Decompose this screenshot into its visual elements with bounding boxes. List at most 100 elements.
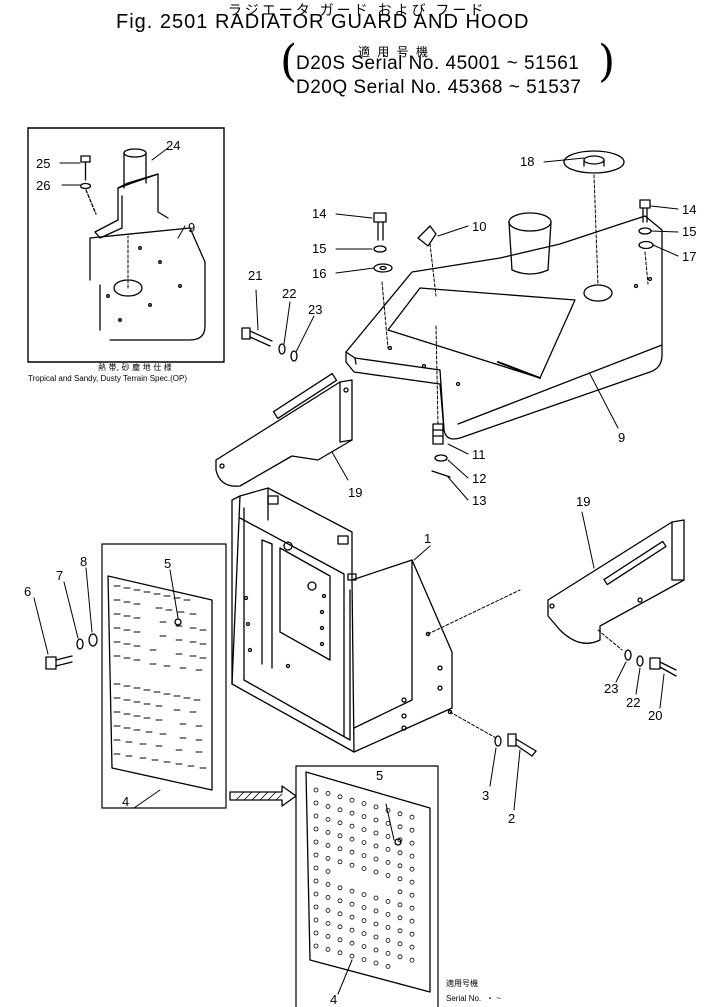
perforation-hole bbox=[373, 960, 379, 966]
perforation-hole bbox=[313, 878, 319, 884]
perforation-hole bbox=[409, 944, 415, 950]
perforation-hole bbox=[373, 804, 379, 810]
perforation-hole bbox=[349, 823, 355, 829]
perforation-hole bbox=[313, 943, 319, 949]
perforation-hole bbox=[385, 834, 391, 839]
left-bracket-part-19 bbox=[215, 372, 353, 487]
perforation-hole bbox=[349, 940, 355, 946]
perforation-hole bbox=[361, 931, 367, 936]
japanese-title: ラジエータ ガード および フード bbox=[228, 2, 487, 18]
callout-19-right: 19 bbox=[576, 494, 590, 509]
perforation-hole bbox=[373, 843, 379, 849]
perforation-hole bbox=[325, 791, 331, 796]
perforation-hole bbox=[397, 915, 403, 921]
perforation-hole bbox=[349, 888, 355, 894]
note-serial-value: ・ ~ bbox=[486, 994, 501, 1003]
perforation-hole bbox=[337, 950, 343, 956]
perforation-hole bbox=[313, 839, 319, 845]
callout-23-right: 23 bbox=[604, 681, 618, 696]
perforation-hole bbox=[349, 901, 355, 907]
perforation-hole bbox=[385, 964, 391, 969]
callout-8: 8 bbox=[80, 554, 87, 569]
perforation-hole bbox=[325, 895, 331, 900]
perforation-hole bbox=[397, 889, 403, 895]
perforation-hole bbox=[385, 821, 391, 826]
perforation-hole bbox=[409, 879, 415, 885]
perforation-hole bbox=[397, 811, 403, 817]
perforation-hole bbox=[385, 938, 391, 943]
perforation-hole bbox=[349, 810, 355, 816]
perforation-hole bbox=[313, 865, 319, 871]
callout-24: 24 bbox=[166, 138, 180, 153]
callout-10: 10 bbox=[472, 219, 486, 234]
perforation-hole bbox=[385, 847, 391, 852]
perforation-hole bbox=[325, 869, 331, 874]
callout-9-inset: 9 bbox=[188, 220, 195, 235]
perforation-hole bbox=[373, 934, 379, 940]
perforation-hole bbox=[349, 862, 355, 868]
perforation-hole bbox=[361, 957, 367, 962]
perforation-hole bbox=[337, 859, 343, 865]
callout-2: 2 bbox=[508, 811, 515, 826]
callout-18: 18 bbox=[520, 154, 534, 169]
perforation-hole bbox=[325, 843, 331, 848]
perforation-hole bbox=[409, 840, 415, 846]
perforation-hole bbox=[349, 927, 355, 933]
guard-fasteners bbox=[489, 733, 537, 811]
perforation-hole bbox=[313, 917, 319, 923]
perforation-hole bbox=[361, 827, 367, 832]
perforation-hole bbox=[361, 801, 367, 806]
perforation-hole bbox=[409, 905, 415, 911]
perforation-hole bbox=[337, 794, 343, 800]
callout-4-front: 4 bbox=[122, 794, 129, 809]
perforation-hole bbox=[349, 849, 355, 855]
perforation-hole bbox=[385, 899, 391, 904]
perforation-hole bbox=[313, 787, 319, 793]
perforation-hole bbox=[385, 951, 391, 956]
perforation-hole bbox=[337, 833, 343, 839]
callout-11: 11 bbox=[472, 447, 486, 462]
perforation-hole bbox=[397, 850, 403, 856]
perforation-hole bbox=[385, 860, 391, 865]
perforation-hole bbox=[325, 908, 331, 913]
perforation-hole bbox=[325, 947, 331, 952]
perforation-hole bbox=[325, 921, 331, 926]
perforation-hole bbox=[361, 814, 367, 819]
serial-range-d20s: D20S Serial No. 45001 ~ 51561 bbox=[296, 53, 580, 74]
perforation-hole bbox=[397, 902, 403, 908]
figure-title: Fig. 2501 RADIATOR GUARD AND HOOD bbox=[116, 11, 530, 33]
right-paren-glyph: ) bbox=[598, 36, 616, 87]
japanese-applicability-label: 適 用 号 機 bbox=[358, 45, 431, 59]
perforation-hole bbox=[325, 934, 331, 939]
perforation-hole bbox=[409, 918, 415, 924]
callout-3: 3 bbox=[482, 788, 489, 803]
callout-14-left: 14 bbox=[312, 206, 326, 221]
perforation-hole bbox=[325, 882, 331, 887]
right-bracket-part-19 bbox=[547, 511, 685, 651]
inset-tropical-spec bbox=[27, 127, 225, 363]
perforation-hole bbox=[385, 873, 391, 878]
perforation-hole bbox=[373, 947, 379, 953]
perforation-hole bbox=[409, 853, 415, 859]
callout-23-left: 23 bbox=[308, 302, 322, 317]
perforation-hole bbox=[373, 856, 379, 862]
hood-fasteners bbox=[335, 157, 679, 501]
callout-17: 17 bbox=[682, 249, 696, 264]
callout-20: 20 bbox=[648, 708, 662, 723]
perforation-hole bbox=[337, 937, 343, 943]
perforation-hole bbox=[361, 853, 367, 858]
perforation-hole bbox=[337, 924, 343, 930]
perforation-hole bbox=[373, 817, 379, 823]
perforation-hole bbox=[397, 837, 403, 843]
grille-panel-perforated bbox=[295, 765, 439, 1007]
callout-22-left: 22 bbox=[282, 286, 296, 301]
perforation-hole bbox=[361, 892, 367, 897]
perforation-hole bbox=[409, 892, 415, 898]
perforation-hole bbox=[361, 944, 367, 949]
perforation-hole bbox=[397, 824, 403, 830]
callout-22-right: 22 bbox=[626, 695, 640, 710]
perforation-hole bbox=[337, 911, 343, 917]
perforation-hole bbox=[397, 954, 403, 960]
perforation-hole bbox=[337, 885, 343, 891]
